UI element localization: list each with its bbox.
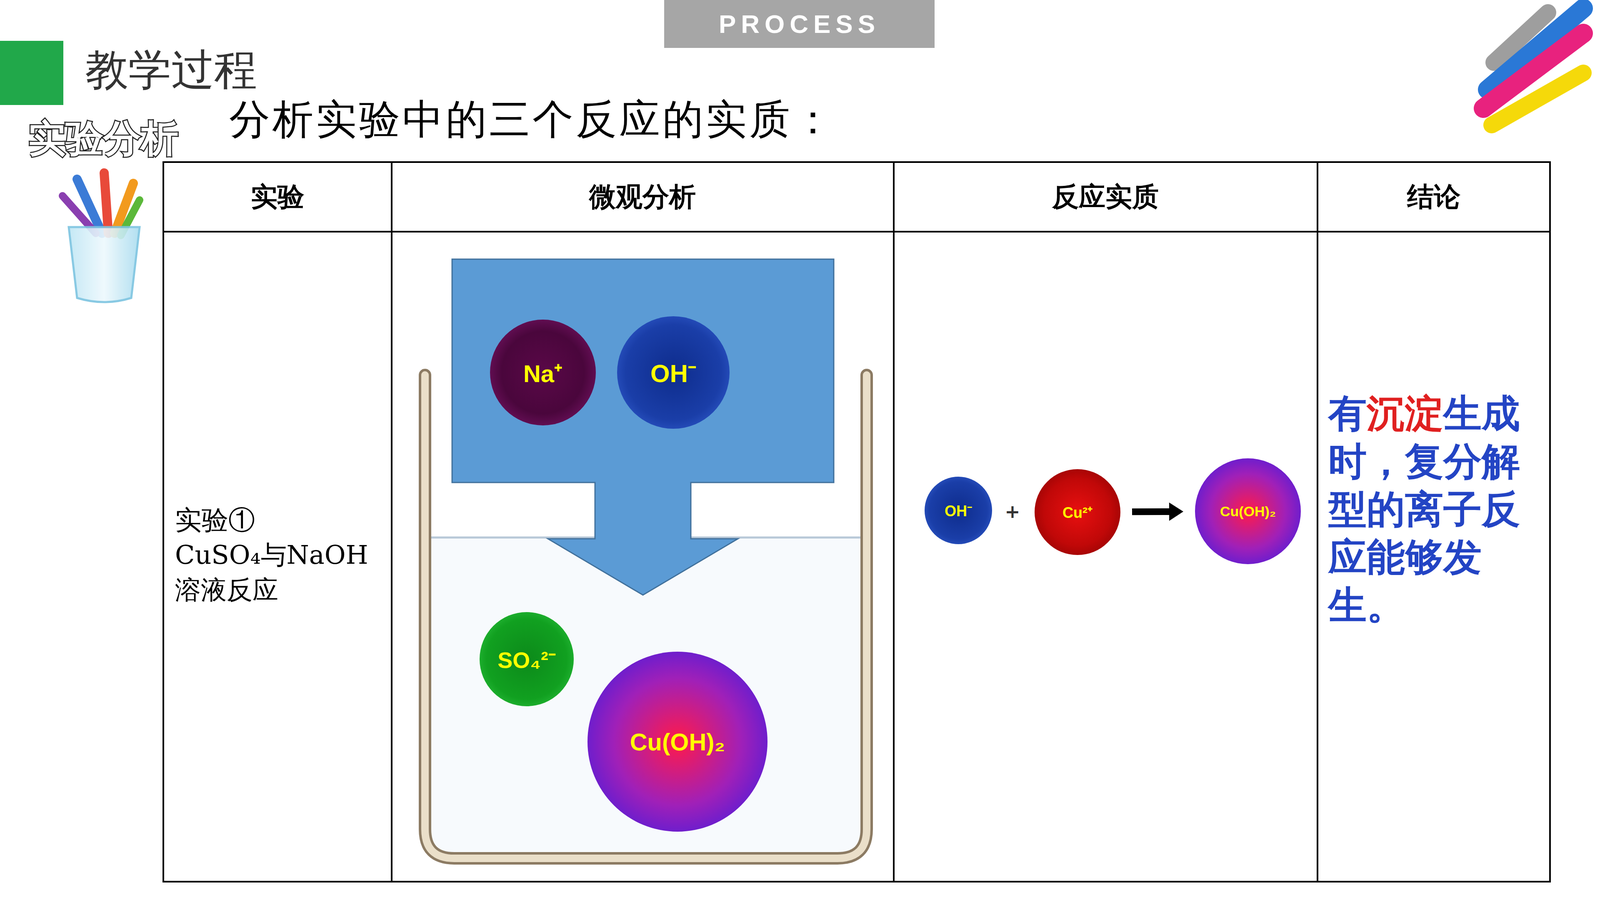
ion-circle: SO₄²⁻ xyxy=(479,612,574,707)
pour-arrow xyxy=(452,259,834,595)
ion-circle: OH⁻ xyxy=(617,316,730,429)
table-cell: 实验① xyxy=(175,502,255,539)
table-header: 反应实质 xyxy=(1052,178,1159,215)
slide-title: 分析实验中的三个反应的实质： xyxy=(229,92,836,148)
ion-label: Cu²⁺ xyxy=(1062,502,1093,523)
ion-label: Na⁺ xyxy=(523,356,563,390)
ion-label: Cu(OH)₂ xyxy=(1220,503,1276,520)
ion-circle: Cu²⁺ xyxy=(1034,469,1121,555)
conclusion-highlight: 沉淀 xyxy=(1366,391,1444,436)
table-header: 实验 xyxy=(250,178,305,215)
ion-label: SO₄²⁻ xyxy=(497,643,556,675)
section-heading: 教学过程 xyxy=(85,41,258,100)
reaction-arrow xyxy=(1132,502,1184,521)
accent-square xyxy=(0,40,64,105)
table-cell: CuSO₄与NaOH溶液反应 xyxy=(175,537,375,608)
table-header: 结论 xyxy=(1407,178,1461,215)
badge-text: 实验分析 xyxy=(28,113,179,165)
logo xyxy=(1483,8,1584,125)
ion-circle: Na⁺ xyxy=(490,319,596,426)
conclusion-part: 有 xyxy=(1328,391,1367,436)
ion-label: OH⁻ xyxy=(944,500,973,521)
table-grid xyxy=(163,162,1550,882)
table-header: 微观分析 xyxy=(589,178,696,215)
ion-label: Cu(OH)₂ xyxy=(630,727,726,756)
ion-circle: Cu(OH)₂ xyxy=(587,651,768,832)
plus-sign: + xyxy=(1005,500,1021,523)
ion-circle: Cu(OH)₂ xyxy=(1195,458,1301,565)
section-tab: PROCESS xyxy=(664,0,935,48)
conclusion-text: 有沉淀生成时，复分解型的离子反应能够发生。 xyxy=(1328,389,1548,630)
pencil-cup-icon xyxy=(62,172,140,303)
ion-circle: OH⁻ xyxy=(924,476,993,545)
ion-label: OH⁻ xyxy=(650,355,697,390)
